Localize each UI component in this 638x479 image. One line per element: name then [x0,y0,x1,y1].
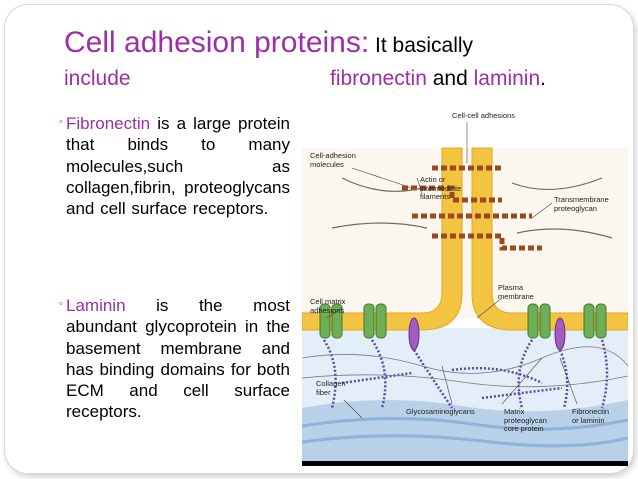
ecm-fibers [301,346,629,388]
actin-filaments [331,177,613,239]
slide-title: Cell adhesion proteins: It basically [64,26,624,65]
label-cell-adhesion-molecules: Cell-adhesion molecules [310,151,356,169]
subtitle-fibronectin: fibronectin [330,67,427,90]
subtitle-right: fibronectin and laminin. [330,64,546,94]
collagen-fiber [301,434,629,448]
subtitle-laminin: laminin [473,67,541,90]
paragraph-fibronectin-body: is a large protein that binds to many mo… [66,114,290,219]
title-tail: It basically [369,34,474,57]
collagen-fiber [301,416,629,431]
label-matrix-proteoglycan: Matrix proteoglycan core protein [504,407,547,433]
paragraph-laminin: Laminin is the most abundant glycoprotei… [66,295,290,423]
paragraph-fibronectin: Fibronectin is a large protein that bind… [66,113,290,219]
subtitle-and: and [426,67,474,90]
cytoplasm [302,148,628,318]
paragraph-laminin-body: is the most abundant glycoprotein in the… [66,296,290,422]
glycosaminoglycans [322,339,609,409]
label-glycosaminoglycans: Glycosaminoglycans [406,407,475,416]
subtitle-period: . [540,67,546,90]
label-actin-filaments: Actin or intermediate filaments [420,175,462,201]
label-cell-matrix-adhesions: Cell matrix adhesions [310,297,346,315]
bullet-icon: ◦ [59,298,63,310]
label-plasma-membrane: Plasma membrane [498,283,534,301]
slide-subtitle: include fibronectin and laminin. [64,64,594,94]
cell-adhesion-figure: Cell-cell adhesions Cell-adhesion molecu… [301,108,629,466]
label-fibronectin-laminin: Fibronectin or laminin [572,407,610,425]
bullet-icon: ◦ [59,116,63,128]
cell-cell-adhesion-molecules [402,165,542,251]
paragraph-laminin-head: Laminin [66,296,126,315]
integrin-receptors [319,303,607,339]
paragraph-fibronectin-head: Fibronectin [66,114,151,133]
subtitle-include: include [64,67,131,90]
leader-lines [326,122,578,419]
title-main: Cell adhesion proteins: [64,26,370,59]
cell-adhesion-diagram [301,122,629,461]
label-cell-cell-adhesions: Cell-cell adhesions [452,111,515,120]
label-transmembrane-proteoglycan: Transmembrane proteoglycan [554,195,609,213]
label-collagen-fiber: Collagen fiber [316,379,346,397]
